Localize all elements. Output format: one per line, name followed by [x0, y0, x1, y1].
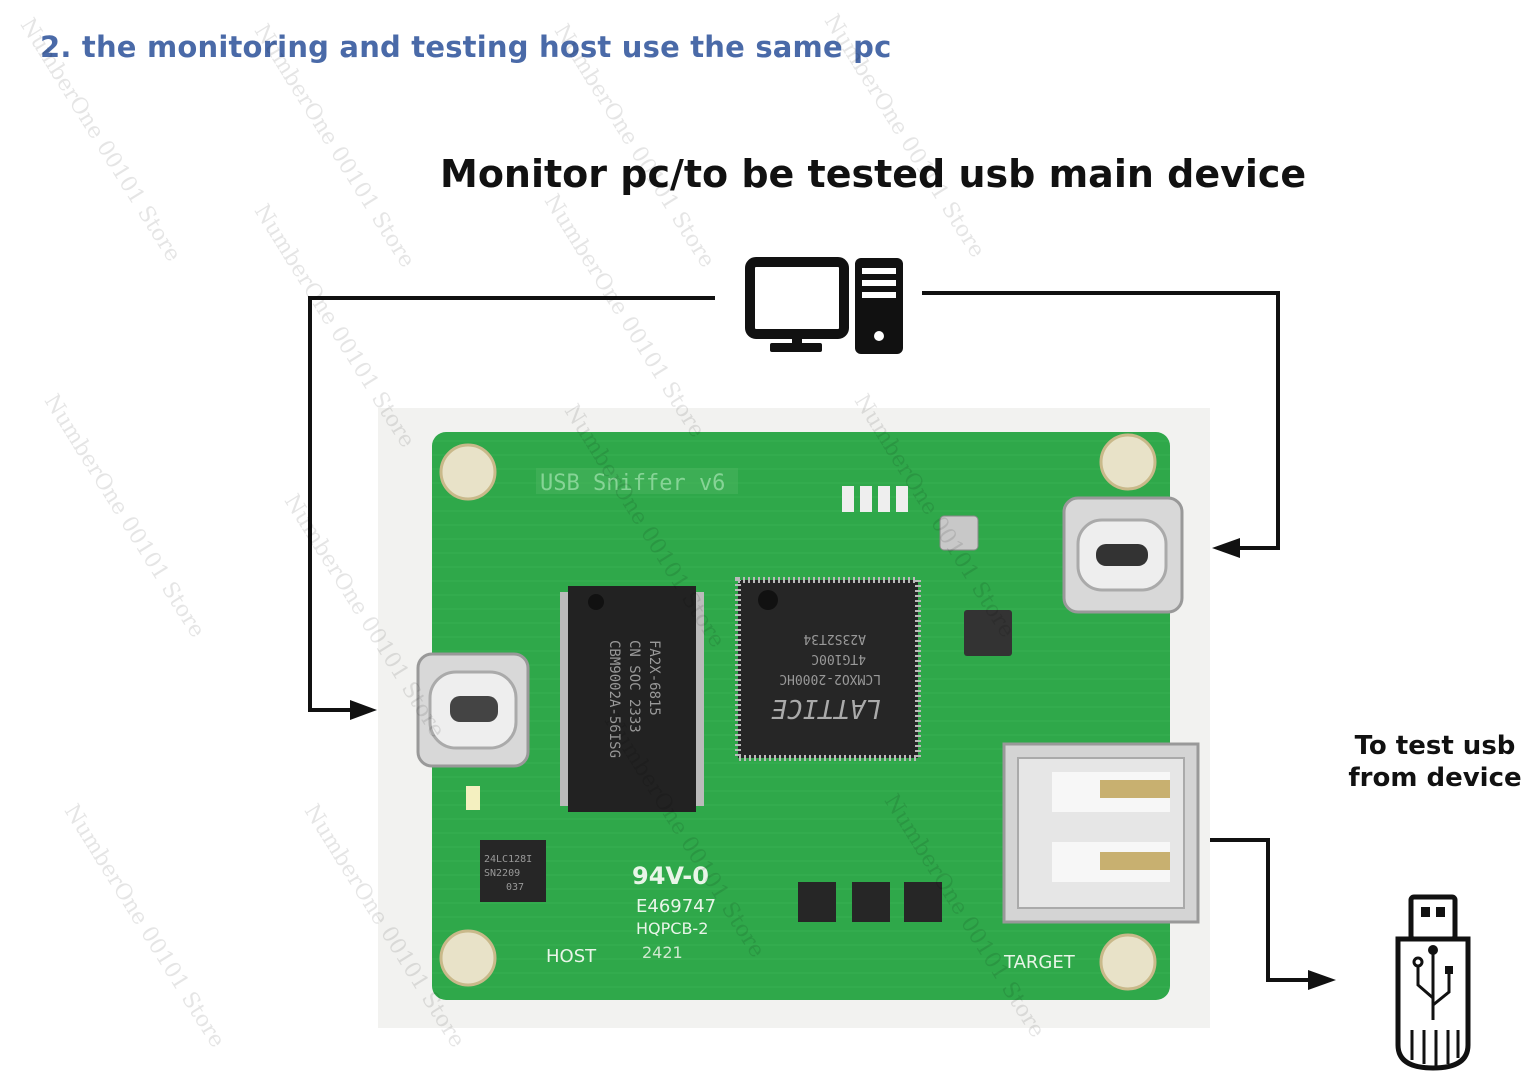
maker-mark: HQPCB-2: [636, 919, 708, 938]
usb-controller-chip: CBM9002A-56ISG CN SOC 2333 FA2X-6815: [560, 586, 704, 812]
date-code: 2421: [642, 943, 683, 962]
pcb-photo: USB Sniffer v6 CBM9002A-56ISG CN SOC 233…: [378, 408, 1210, 1028]
device-label-line1: To test usb: [1354, 731, 1516, 761]
board-title: USB Sniffer v6: [540, 471, 725, 496]
svg-text:24LC128I: 24LC128I: [484, 854, 532, 865]
target-connection-arrow: [1210, 838, 1336, 990]
svg-text:LCMXO2-2000HC: LCMXO2-2000HC: [779, 671, 881, 686]
rating-mark: 94V-0: [632, 862, 709, 890]
svg-text:SN2209: SN2209: [484, 868, 520, 879]
usb-c-port-host: [416, 652, 530, 768]
computer-icon: [745, 257, 903, 354]
usb-a-port-target: [1002, 742, 1200, 924]
usb-drive-icon: [1395, 894, 1471, 1071]
svg-text:CN SOC 2333: CN SOC 2333: [626, 640, 642, 733]
svg-text:LATTICE: LATTICE: [771, 693, 881, 723]
svg-text:CBM9002A-56ISG: CBM9002A-56ISG: [606, 640, 622, 758]
main-title: Monitor pc/to be tested usb main device: [440, 152, 1307, 196]
host-label: HOST: [546, 946, 597, 967]
fpga-chip: LATTICE LCMXO2-2000HC 4TG100C A23S2T34: [735, 577, 921, 761]
svg-text:A23S2T34: A23S2T34: [803, 631, 866, 646]
cert-mark: E469747: [636, 896, 716, 917]
svg-text:4TG100C: 4TG100C: [811, 651, 866, 666]
monitor-connection-arrow: [922, 291, 1280, 558]
target-label: TARGET: [1003, 952, 1076, 973]
svg-text:037: 037: [506, 882, 524, 893]
usb-c-port-monitor: [1062, 496, 1184, 614]
svg-text:FA2X-6815: FA2X-6815: [646, 640, 662, 716]
eeprom-chip: 24LC128I SN2209 037: [480, 840, 546, 902]
device-label-line2: from device: [1348, 763, 1522, 793]
heading: 2. the monitoring and testing host use t…: [40, 30, 892, 64]
host-connection-arrow: [308, 296, 715, 720]
device-label: To test usb from device: [1345, 730, 1525, 794]
